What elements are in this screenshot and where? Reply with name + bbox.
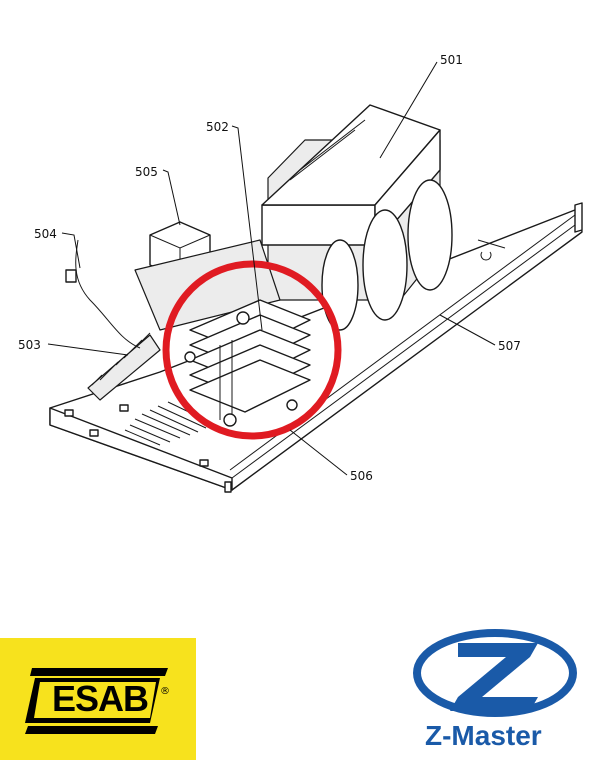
callout-502: 502 — [206, 120, 229, 134]
sensor-cable — [65, 239, 141, 349]
zmaster-logo-icon — [413, 629, 577, 717]
transformer — [261, 104, 453, 331]
callout-503: 503 — [18, 338, 41, 352]
esab-logo — [0, 638, 196, 760]
esab-wordmark: ESAB — [52, 678, 149, 719]
leader-lines — [47, 61, 496, 476]
callout-505: 505 — [135, 165, 158, 179]
callout-506: 506 — [350, 469, 373, 483]
chassis-base-plate — [49, 202, 583, 493]
heatsink-assembly — [184, 299, 311, 427]
zmaster-wordmark: Z-Master — [425, 720, 542, 751]
registered-mark: ® — [160, 686, 170, 697]
esab-mark-icon — [25, 668, 168, 734]
callout-507: 507 — [498, 339, 521, 353]
highlight-circle — [162, 260, 342, 440]
ventilation-slots — [124, 401, 215, 446]
callout-504: 504 — [34, 227, 57, 241]
callout-501: 501 — [440, 53, 463, 67]
exploded-parts-diagram: 501 502 505 504 503 507 506 — [18, 53, 583, 493]
coil — [87, 332, 161, 401]
